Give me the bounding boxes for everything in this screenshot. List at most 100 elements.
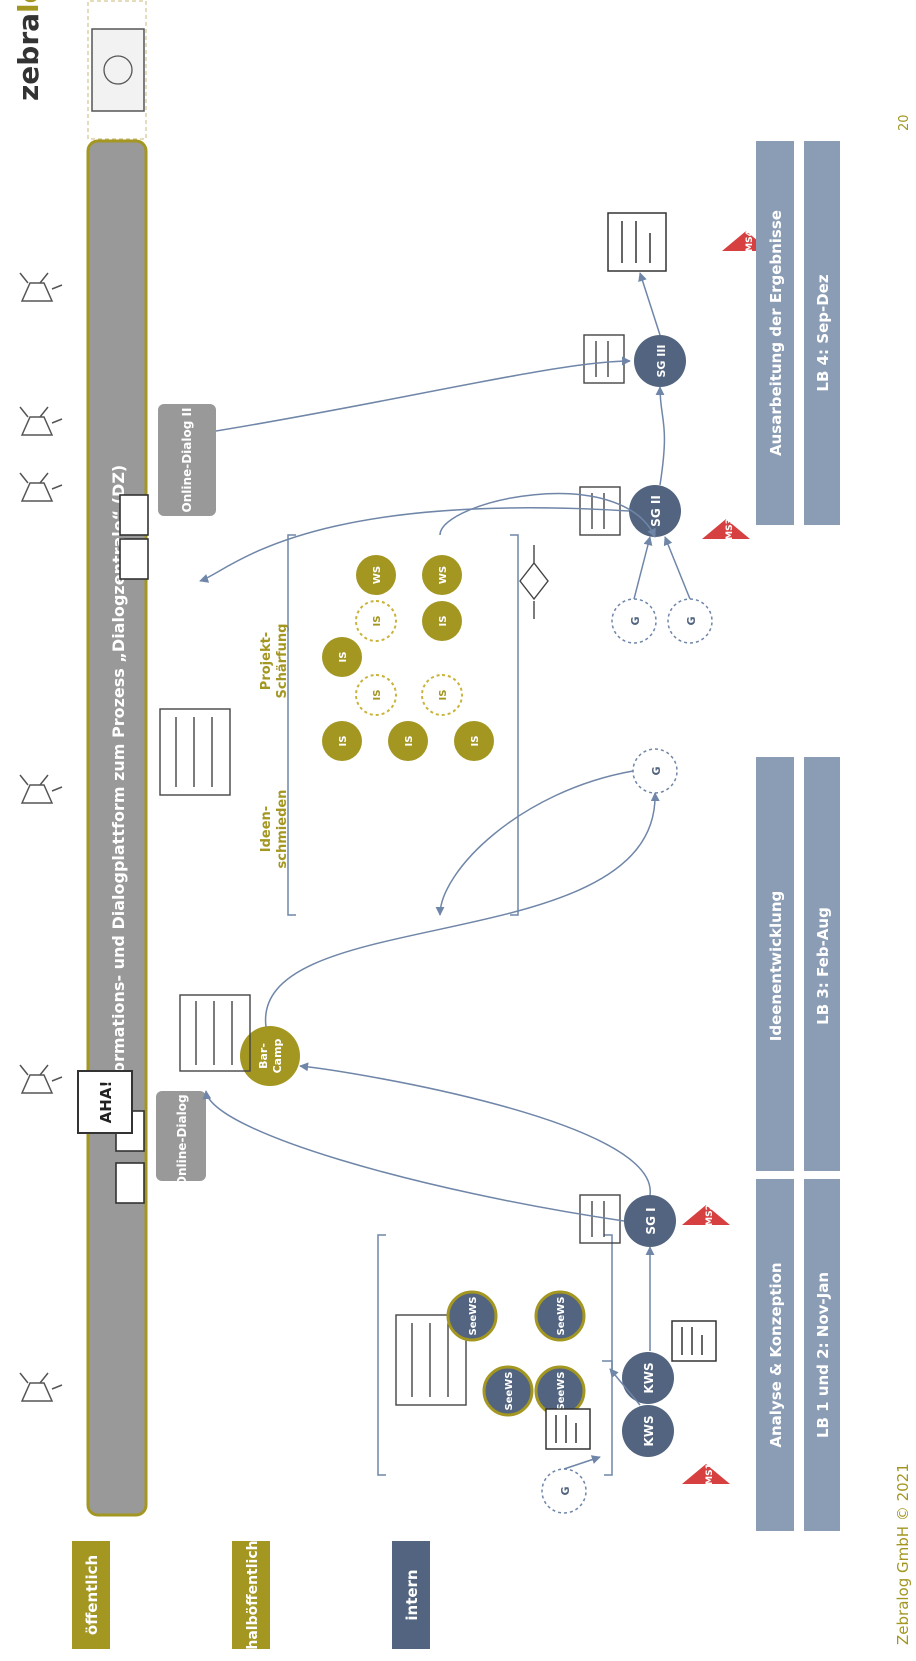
sg3-node: SG III (634, 335, 686, 387)
document-icon (671, 1320, 717, 1362)
lb-4-label: LB 4: Sep-Dez (814, 274, 832, 391)
svg-text:MS3: MS3 (725, 518, 735, 540)
connector (602, 1360, 613, 1371)
is-node: IS (454, 721, 494, 761)
svg-text:SeeWS: SeeWS (504, 1372, 515, 1411)
seews-nodes: SeeWS SeeWS SeeWS SeeWS (446, 1290, 586, 1417)
meeting-icon (583, 334, 625, 384)
ideen-bracket (287, 534, 296, 916)
g-node-start: G (541, 1468, 587, 1514)
megaphone-icon (19, 406, 63, 436)
laptop-icon (119, 494, 149, 580)
g-node-2: G (667, 598, 713, 644)
lane-internal-label: intern (403, 1569, 421, 1620)
lane-semi-public: halböffentlich (232, 1540, 270, 1650)
megaphone-icon (19, 774, 63, 804)
connector (663, 536, 691, 600)
svg-text:MS4: MS4 (745, 230, 755, 252)
barcamp-crowd-icon (179, 994, 251, 1072)
lb-12-label: LB 1 und 2: Nov-Jan (814, 1272, 832, 1438)
online-dialog-1-label: Online-Dialog I (175, 1086, 189, 1186)
svg-text:SG II: SG II (649, 495, 663, 527)
svg-text:IS: IS (404, 736, 415, 747)
megaphone-icon (19, 1064, 63, 1094)
connector (215, 356, 631, 432)
workshop-crowd-icon (159, 708, 231, 796)
ws-node: WS (422, 555, 462, 595)
barcamp-node (240, 1026, 300, 1086)
online-dialog-2-label: Online-Dialog II (180, 408, 194, 513)
meeting-icon (579, 486, 621, 536)
barcamp-label-1: Bar- (257, 1043, 270, 1069)
document-icon (545, 1408, 591, 1450)
svg-text:WS: WS (372, 566, 383, 584)
svg-text:SG III: SG III (655, 344, 668, 377)
megaphone-icon (19, 1372, 63, 1402)
svg-text:MS1: MS1 (705, 1463, 715, 1485)
seews-node: SeeWS (482, 1365, 534, 1417)
svg-text:G: G (629, 616, 642, 625)
svg-text:SeeWS: SeeWS (556, 1297, 567, 1336)
connector (638, 272, 661, 336)
seews-node: SeeWS (534, 1365, 586, 1417)
svg-text:IS: IS (438, 690, 449, 701)
is-nodes: IS IS IS IS IS IS IS IS WS WS (322, 555, 494, 761)
connector (563, 1455, 601, 1470)
brand-logo: zebralog (12, 0, 45, 101)
is-node: IS (322, 721, 362, 761)
sg2-node: SG II (629, 485, 681, 537)
seews-bracket-bottom (604, 1234, 613, 1476)
aha-label: AHA! (97, 1081, 115, 1124)
seews-node: SeeWS (534, 1290, 586, 1342)
lane-internal: intern (392, 1541, 430, 1649)
svg-text:G: G (650, 766, 663, 775)
svg-text:SeeWS: SeeWS (556, 1372, 567, 1411)
website-sketch-icon (91, 28, 145, 112)
is-node-dashed: IS (355, 674, 397, 716)
kws-node-1: KWS (622, 1405, 674, 1457)
kws-node-2-label: KWS (642, 1362, 656, 1393)
barcamp-label-2: Camp (271, 1038, 284, 1073)
ideen-phase-text-final: Ideenentwicklung (767, 891, 785, 1041)
lane-public: öffentlich (72, 1541, 110, 1649)
connector (299, 1062, 651, 1196)
is-node: IS (422, 601, 462, 641)
svg-text:WS: WS (438, 566, 449, 584)
connectors (199, 272, 691, 1470)
seews-bracket (377, 1234, 386, 1476)
seews-node: SeeWS (446, 1290, 498, 1342)
connector (265, 792, 660, 1028)
ausarbeitung-label: Ausarbeitung der Ergebnisse (767, 210, 785, 456)
connector (655, 386, 666, 486)
online-dialog-1: Online-Dialog I (156, 1086, 206, 1186)
ideen-bracket-bottom (510, 534, 519, 916)
kws-node-2 (622, 1352, 674, 1404)
ws-node: WS (356, 555, 396, 595)
projekt-label-2: Schärfung (275, 624, 290, 699)
voting-icon (519, 545, 549, 619)
is-node-dashed: IS (355, 600, 397, 642)
ausarbeitung-and-lb4: Ausarbeitung der Ergebnisse LB 4: Sep-De… (756, 141, 840, 525)
lane-public-label: öffentlich (83, 1555, 101, 1635)
is-node-dashed: IS (421, 674, 463, 716)
online-dialog-2: Online-Dialog II (158, 404, 216, 516)
meeting-icon (579, 1194, 621, 1244)
phase-analyse-label: Analyse & Konzeption (767, 1262, 785, 1447)
sg1-node: SG I (624, 1195, 676, 1247)
svg-text:IS: IS (338, 736, 349, 747)
svg-text:G: G (685, 616, 698, 625)
lb-12: LB 1 und 2: Nov-Jan (804, 1179, 840, 1531)
lane-semi-public-label: halböffentlich (245, 1540, 261, 1649)
ideen-label-2: schmieden (275, 790, 290, 869)
svg-text:IS: IS (470, 736, 481, 747)
connector (199, 507, 630, 583)
milestone-ms2: MS2 (682, 1204, 730, 1226)
svg-text:IS: IS (372, 616, 383, 627)
megaphone-icon (19, 472, 63, 502)
ideen-label-1: Ideen- (259, 806, 274, 852)
lb-3-text-final: LB 3: Feb-Aug (814, 907, 832, 1025)
megaphone-icon (19, 272, 63, 302)
page-number: 20 (897, 114, 912, 131)
seews-crowd-icon (395, 1314, 467, 1406)
